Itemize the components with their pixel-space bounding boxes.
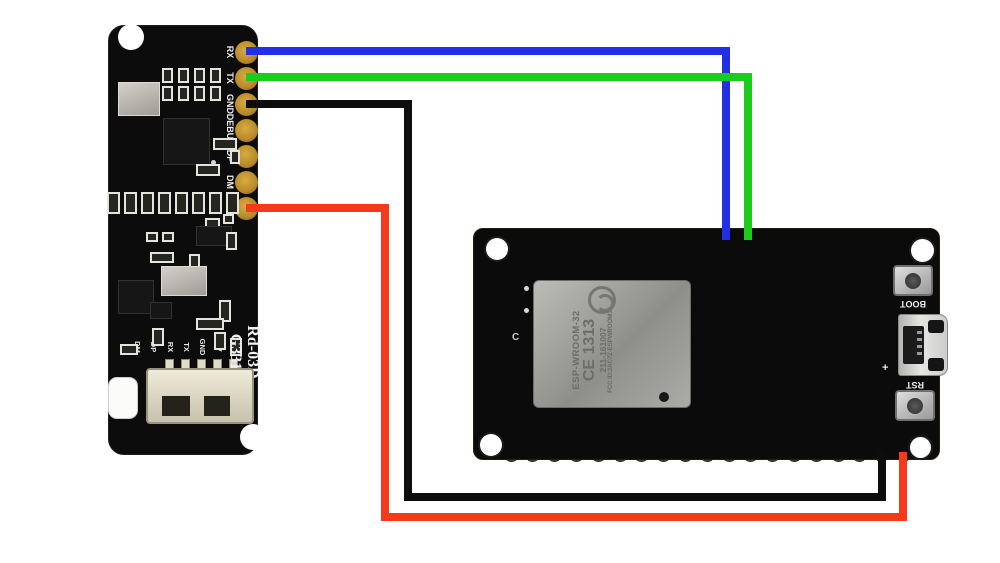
smd-resistor: [152, 328, 164, 346]
smd-resistor: [162, 68, 173, 83]
metal-can-component: [118, 82, 160, 116]
antenna-silkscreen-c: C: [512, 332, 520, 343]
ic-chip: [150, 302, 172, 319]
smd-resistor: [213, 138, 237, 150]
smd-resistor: [230, 338, 242, 356]
ic-chip: [118, 280, 154, 314]
smd-resistor: [192, 192, 205, 214]
smd-resistor: [223, 214, 234, 224]
boot-button: [893, 265, 933, 296]
blue-wire: [246, 47, 730, 240]
usb-shell-slot: [928, 320, 944, 333]
smd-resistor: [178, 68, 189, 83]
radar-pin-label-rx: RX: [225, 45, 235, 59]
smd-resistor: [150, 252, 174, 263]
smd-resistor: [226, 192, 239, 214]
smd-resistor: [194, 86, 205, 101]
smd-resistor: [226, 232, 237, 250]
radar-board-notch-bottom: [240, 424, 266, 450]
smd-resistor: [210, 86, 221, 101]
usb-shell-slot: [928, 358, 944, 371]
smd-resistor: [175, 192, 188, 214]
mounting-hole: [480, 434, 502, 456]
metal-can-component: [161, 266, 207, 296]
jst-connector-notch: [162, 396, 190, 416]
smd-resistor: [141, 192, 154, 214]
smd-resistor: [209, 192, 222, 214]
smd-resistor: [120, 344, 138, 355]
smd-resistor: [196, 318, 224, 330]
espressif-logo-icon: [588, 286, 616, 314]
radar-pin-label-dm: DM: [225, 175, 235, 189]
radar-pin-label-tx: TX: [225, 72, 235, 84]
smd-resistor: [162, 232, 174, 242]
smd-resistor: [194, 68, 205, 83]
smd-resistor: [214, 332, 226, 350]
smd-resistor: [162, 86, 173, 101]
smd-resistor: [158, 192, 171, 214]
polarity-plus-mark: +: [882, 362, 889, 374]
smd-resistor: [230, 150, 240, 164]
jst-connector-notch: [204, 396, 230, 416]
silkscreen-dot: [524, 286, 529, 291]
micro-usb-inner: [903, 326, 924, 364]
smd-resistor: [196, 164, 220, 176]
smd-resistor: [146, 232, 158, 242]
qfn-pin1-dot: [211, 160, 216, 165]
ic-chip: [163, 118, 210, 165]
shield-pin1-dot: [659, 392, 669, 402]
rst-button: [895, 390, 935, 421]
mounting-hole: [910, 437, 931, 458]
jst-connector-side-tab: [108, 377, 138, 419]
silkscreen-dot: [524, 308, 529, 313]
smd-resistor: [210, 68, 221, 83]
smd-resistor: [178, 86, 189, 101]
radar-pin-label-gnd: GND: [225, 94, 235, 114]
boot-button-label: BOOT: [900, 299, 926, 309]
smd-resistor: [107, 192, 120, 214]
green-wire: [246, 73, 752, 240]
smd-resistor: [124, 192, 137, 214]
mounting-hole: [486, 238, 508, 260]
rst-button-label: RST: [906, 380, 924, 390]
smd-resistor: [219, 300, 231, 322]
mounting-hole: [911, 239, 934, 262]
radar-board-notch-top: [118, 24, 144, 50]
